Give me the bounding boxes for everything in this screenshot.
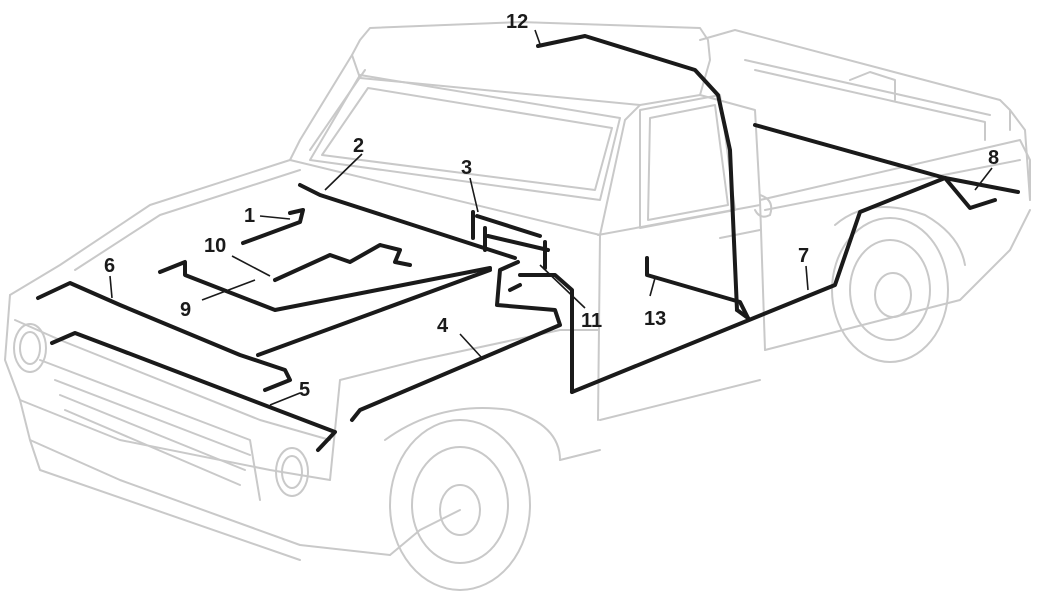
harness-11b xyxy=(508,283,522,292)
truck-body-outline xyxy=(4,21,1031,591)
callouts: 12 2 3 1 10 6 9 4 5 11 13 7 8 xyxy=(104,11,999,401)
harness-5 xyxy=(50,331,337,452)
callout-1: 1 xyxy=(244,205,255,227)
callout-8: 8 xyxy=(988,147,999,169)
harness-2 xyxy=(298,183,517,260)
harness-8 xyxy=(753,123,997,210)
harness-1 xyxy=(241,208,305,245)
callout-13: 13 xyxy=(644,308,666,330)
harness-7b xyxy=(735,308,750,320)
harness-8b xyxy=(943,176,1020,194)
callout-4: 4 xyxy=(437,315,449,337)
harness-10 xyxy=(273,243,412,282)
harness-9 xyxy=(158,260,492,312)
harness-12 xyxy=(536,34,739,312)
harness-trunk xyxy=(518,273,574,394)
callout-12: 12 xyxy=(506,11,528,33)
harness-13 xyxy=(645,256,750,320)
callout-5: 5 xyxy=(299,379,310,401)
callout-6: 6 xyxy=(104,255,115,277)
wiring-harnesses xyxy=(36,34,1020,452)
harness-6b xyxy=(256,268,492,357)
callout-7: 7 xyxy=(798,245,809,267)
leader-lines xyxy=(109,29,993,406)
harness-11 xyxy=(350,260,562,422)
callout-2: 2 xyxy=(353,135,364,157)
callout-11: 11 xyxy=(581,310,602,332)
callout-3: 3 xyxy=(461,157,472,179)
callout-10: 10 xyxy=(204,235,226,257)
harness-7 xyxy=(570,176,947,394)
harness-6 xyxy=(36,281,292,392)
callout-9: 9 xyxy=(180,299,191,321)
harness-3 xyxy=(471,210,550,270)
